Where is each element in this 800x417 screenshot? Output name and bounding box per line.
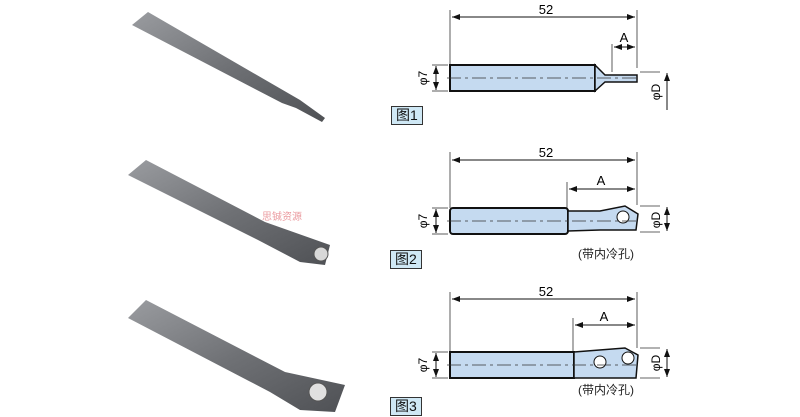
figure-1-drawing: 52 A φ7 φD: [416, 2, 670, 110]
coolant-note-3: (带内冷孔): [578, 383, 634, 397]
a-dim: A: [597, 173, 606, 188]
watermark: 思铖资源: [262, 212, 302, 223]
shank-dia-dim: φ7: [416, 357, 430, 372]
tool-photo-2: [128, 160, 330, 265]
figure-2-drawing: 52 A φ7 φD: [416, 145, 670, 235]
a-dim: A: [620, 30, 629, 45]
shank-dia-dim: φ7: [416, 213, 430, 228]
a-dim: A: [600, 309, 609, 324]
d-dim: φD: [649, 354, 663, 371]
figure-3-label: 图3: [390, 397, 422, 416]
tool-photo-1: [132, 12, 325, 122]
length-dim: 52: [539, 2, 553, 17]
length-dim: 52: [539, 145, 553, 160]
tool-photo-3: [128, 300, 345, 412]
d-dim: φD: [649, 83, 663, 100]
d-dim: φD: [649, 211, 663, 228]
coolant-note-2: (带内冷孔): [578, 247, 634, 261]
figure-2-label: 图2: [390, 250, 422, 269]
shank-dia-dim: φ7: [416, 70, 430, 85]
length-dim: 52: [539, 284, 553, 299]
figure-1-label: 图1: [391, 106, 423, 125]
figure-3-drawing: 52 A φ7 φD: [416, 284, 670, 379]
